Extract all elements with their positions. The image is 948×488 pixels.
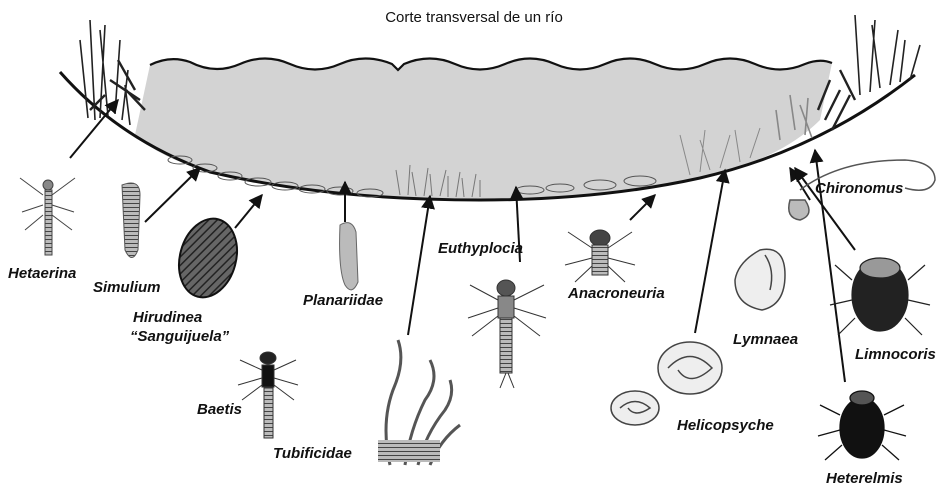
- tubificidae-drawing: [378, 340, 460, 465]
- label-tubificidae: Tubificidae: [273, 445, 352, 462]
- label-limnocoris: Limnocoris: [855, 346, 936, 363]
- euthyplocia-drawing: [468, 280, 546, 388]
- label-chironomus: Chironomus: [815, 180, 903, 197]
- anacroneuria-drawing: [565, 230, 635, 282]
- diagram-title: Corte transversal de un río: [385, 9, 563, 26]
- label-baetis: Baetis: [197, 401, 242, 418]
- label-lymnaea: Lymnaea: [733, 331, 798, 348]
- simulium-drawing: [122, 183, 140, 258]
- lymnaea-drawing: [735, 249, 785, 310]
- hetaerina-drawing: [20, 178, 75, 255]
- label-simulium: Simulium: [93, 279, 161, 296]
- limnocoris-drawing: [830, 258, 930, 335]
- label-hetaerina: Hetaerina: [8, 265, 76, 282]
- label-hirudinea-common: “Sanguijuela”: [130, 328, 230, 345]
- helicopsyche-drawing: [611, 342, 722, 425]
- baetis-drawing: [238, 352, 298, 438]
- label-planariidae: Planariidae: [303, 292, 383, 309]
- label-heterelmis: Heterelmis: [826, 470, 903, 487]
- label-hirudinea: Hirudinea: [133, 309, 202, 326]
- label-anacroneuria: Anacroneuria: [567, 285, 665, 302]
- left-bank-vegetation: [80, 20, 145, 125]
- planariidae-drawing: [340, 223, 358, 290]
- hirudinea-drawing: [171, 212, 246, 304]
- label-helicopsyche: Helicopsyche: [677, 417, 774, 434]
- label-euthyplocia: Euthyplocia: [438, 240, 523, 257]
- heterelmis-drawing: [818, 391, 906, 460]
